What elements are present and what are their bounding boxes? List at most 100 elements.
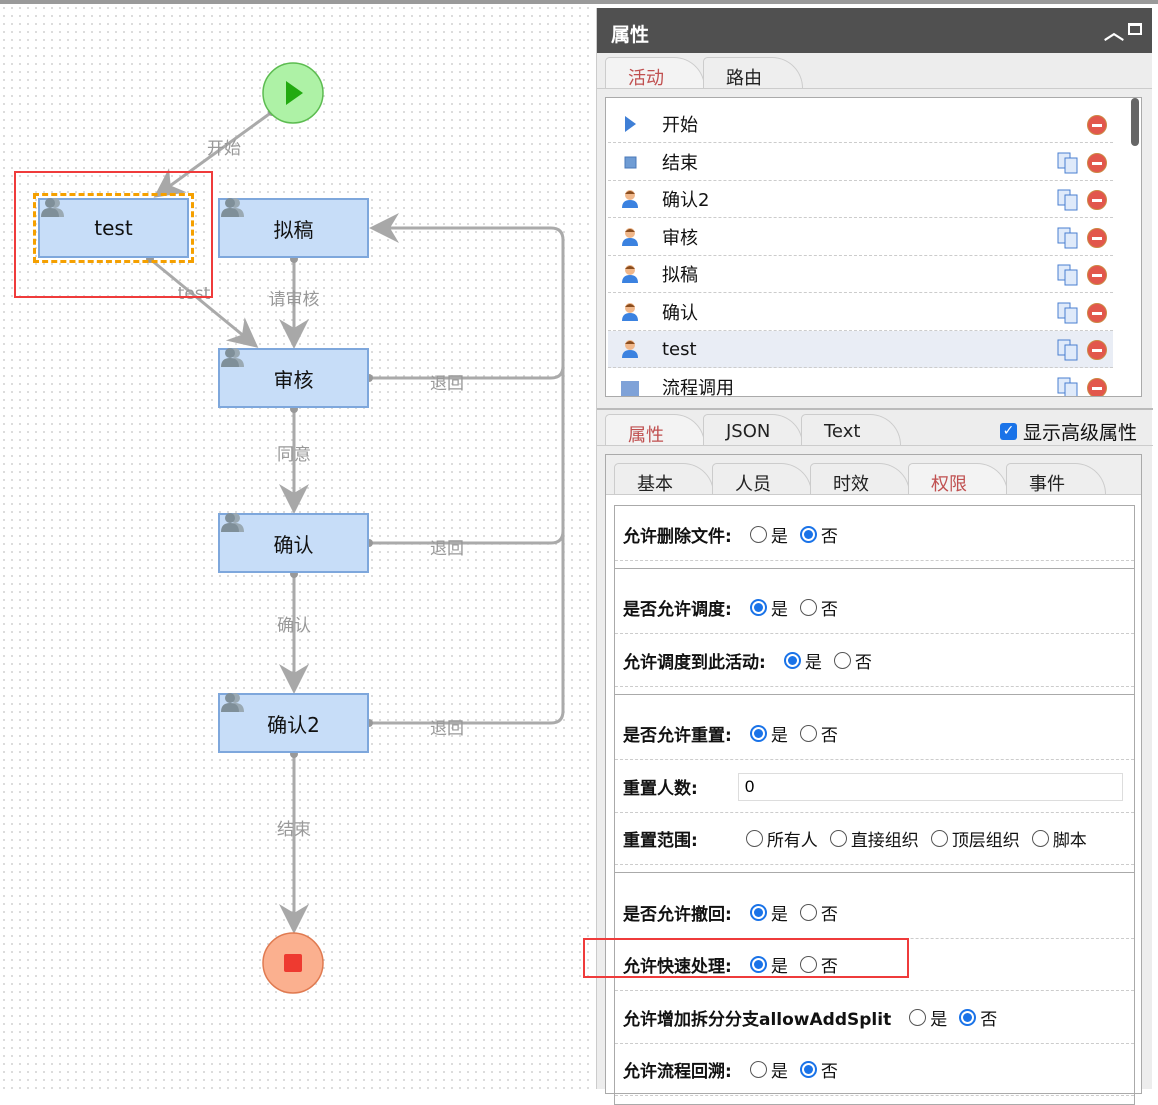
field-reset-count: 重置人数:: [615, 761, 1134, 813]
radio-button[interactable]: [799, 1061, 817, 1078]
radio-button[interactable]: [745, 830, 763, 847]
delete-icon[interactable]: [1087, 227, 1107, 248]
radio-allow_dispatch_to-1[interactable]: 否: [833, 648, 872, 673]
radio-button[interactable]: [749, 1061, 767, 1078]
delete-icon[interactable]: [1087, 340, 1107, 360]
activity-item[interactable]: 确认: [608, 294, 1113, 331]
radio-allow_split-0[interactable]: 是: [909, 1005, 947, 1030]
radio-button[interactable]: [909, 1009, 927, 1026]
activity-item[interactable]: 确认2: [608, 181, 1113, 218]
radio-scope-2[interactable]: 顶层组织: [930, 826, 1020, 851]
radio-allow_quick-0[interactable]: 是: [749, 952, 788, 977]
copy-icon[interactable]: [1057, 302, 1079, 324]
tab-json[interactable]: JSON: [703, 414, 803, 445]
radio-button[interactable]: [930, 830, 948, 847]
radio-allow_reset-1[interactable]: 否: [799, 721, 838, 746]
flow-canvas[interactable]: 开始 test 请审核 同意 确认 结束 退回 退回 退回 test 拟稿 审核…: [0, 4, 590, 1089]
scrollbar[interactable]: [1131, 98, 1139, 146]
delete-icon[interactable]: [1087, 190, 1107, 210]
collapse-icon[interactable]: ︿: [1104, 20, 1124, 44]
radio-button[interactable]: [749, 526, 767, 543]
copy-icon[interactable]: [1057, 227, 1079, 249]
copy-icon[interactable]: [1057, 377, 1079, 398]
tab-timing[interactable]: 时效: [810, 463, 910, 495]
node-review[interactable]: 审核: [218, 348, 369, 408]
radio-allow_quick-1[interactable]: 否: [799, 952, 838, 977]
radio-button[interactable]: [833, 652, 851, 669]
activity-item[interactable]: 拟稿: [608, 256, 1113, 293]
radio-allow_delete_file-0[interactable]: 是: [749, 522, 788, 547]
maximize-icon[interactable]: [1128, 23, 1142, 35]
radio-button[interactable]: [749, 904, 767, 921]
user-icon: [620, 302, 640, 322]
tab-activities[interactable]: 活动: [605, 57, 705, 89]
radio-allow_retract-1[interactable]: 否: [799, 900, 838, 925]
tab-text[interactable]: Text: [801, 414, 901, 445]
activity-name: 确认2: [662, 190, 710, 211]
radio-button[interactable]: [749, 956, 767, 973]
tab-events[interactable]: 事件: [1006, 463, 1106, 495]
show-advanced-checkbox[interactable]: ✓显示高级属性: [999, 418, 1137, 445]
delete-icon[interactable]: [1087, 115, 1107, 135]
tab-basic[interactable]: 基本: [614, 463, 714, 495]
activity-item[interactable]: 开始: [608, 106, 1113, 143]
tab-permissions[interactable]: 权限: [908, 463, 1008, 495]
radio-allow_retract-0[interactable]: 是: [749, 900, 788, 925]
radio-button[interactable]: [799, 526, 817, 543]
radio-button[interactable]: [1031, 830, 1049, 847]
checkbox-checked-icon[interactable]: ✓: [999, 423, 1017, 440]
radio-label: 脚本: [1052, 831, 1087, 851]
copy-icon[interactable]: [1057, 264, 1079, 286]
delete-icon[interactable]: [1087, 302, 1107, 323]
field-label: 允许流程回溯:: [623, 1062, 732, 1082]
delete-icon[interactable]: [1087, 265, 1107, 285]
radio-allow_delete_file-1[interactable]: 否: [799, 522, 838, 547]
radio-scope-0[interactable]: 所有人: [745, 826, 818, 851]
selection-outline: [33, 193, 194, 263]
radio-button[interactable]: [783, 652, 801, 669]
delete-icon[interactable]: [1087, 377, 1107, 396]
panel-title: 属性: [611, 24, 650, 46]
radio-scope-3[interactable]: 脚本: [1031, 826, 1087, 851]
radio-button[interactable]: [799, 599, 817, 616]
activity-item[interactable]: 流程调用: [608, 369, 1113, 398]
start-node[interactable]: [262, 62, 324, 124]
radio-allow_dispatch-1[interactable]: 否: [799, 595, 838, 620]
radio-button[interactable]: [799, 904, 817, 921]
end-node[interactable]: [262, 932, 324, 994]
users-icon: [221, 348, 244, 367]
tab-properties[interactable]: 属性: [605, 414, 705, 446]
copy-icon[interactable]: [1057, 152, 1079, 174]
activity-item[interactable]: 审核: [608, 219, 1113, 256]
radio-scope-1[interactable]: 直接组织: [829, 826, 919, 851]
reset-count-input[interactable]: [737, 772, 1123, 801]
node-draft[interactable]: 拟稿: [218, 198, 369, 258]
node-confirm2[interactable]: 确认2: [218, 693, 369, 753]
radio-button[interactable]: [749, 725, 767, 742]
radio-label: 否: [854, 653, 872, 673]
highlight-box: [583, 938, 909, 978]
node-confirm[interactable]: 确认: [218, 513, 369, 573]
radio-allow_dispatch-0[interactable]: 是: [749, 595, 788, 620]
delete-icon[interactable]: [1087, 152, 1107, 173]
radio-button[interactable]: [959, 1009, 977, 1026]
copy-icon[interactable]: [1057, 339, 1079, 361]
copy-icon[interactable]: [1057, 189, 1079, 211]
radio-button[interactable]: [749, 599, 767, 616]
radio-allow_rollback-0[interactable]: 是: [749, 1057, 788, 1082]
radio-button[interactable]: [799, 725, 817, 742]
radio-button[interactable]: [799, 956, 817, 973]
tab-personnel[interactable]: 人员: [712, 463, 812, 495]
radio-allow_rollback-1[interactable]: 否: [799, 1057, 838, 1082]
node-test[interactable]: test: [38, 198, 189, 258]
tab-routes[interactable]: 路由: [703, 57, 803, 89]
radio-allow_reset-0[interactable]: 是: [749, 721, 788, 746]
radio-allow_split-1[interactable]: 否: [959, 1005, 997, 1030]
activity-item[interactable]: 结束: [608, 144, 1113, 181]
activity-name: 审核: [662, 227, 698, 249]
radio-allow_dispatch_to-0[interactable]: 是: [783, 648, 822, 673]
radio-button[interactable]: [829, 830, 847, 847]
activity-item[interactable]: test: [608, 331, 1113, 368]
